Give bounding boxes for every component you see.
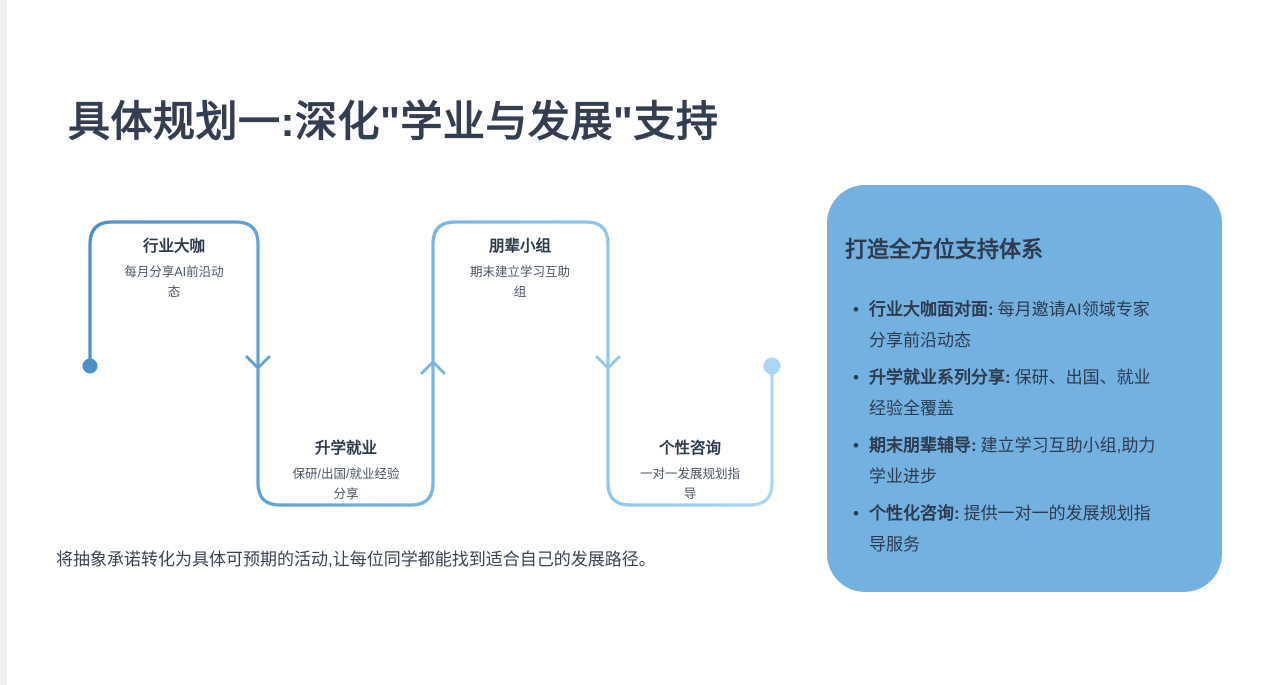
timeline-node-consulting: 个性咨询 一对一发展规划指 导 — [615, 439, 765, 504]
node-description: 每月分享AI前沿动 态 — [124, 264, 224, 299]
timeline-node-industry: 行业大咖 每月分享AI前沿动 态 — [99, 237, 249, 302]
node-title: 个性咨询 — [658, 440, 721, 457]
timeline-node-peer-group: 朋辈小组 期末建立学习互助 组 — [445, 237, 595, 302]
bullet-rest: 保研、出国、就业经验全覆盖 — [869, 367, 1151, 418]
bullet-rest: 建立学习互助小组,助力学业进步 — [869, 435, 1156, 486]
bullet-rest: 提供一对一的发展规划指导服务 — [869, 503, 1151, 554]
node-description: 期末建立学习互助 组 — [469, 264, 570, 299]
panel-bullet-list: • 行业大咖面对面:每月邀请AI领域专家分享前沿动态 • 升学就业系列分享:保研… — [845, 294, 1198, 560]
timeline-start-dot — [82, 358, 98, 374]
bullet-icon: • — [853, 503, 859, 523]
bullet-rest: 每月邀请AI领域专家分享前沿动态 — [869, 299, 1150, 350]
bullet-icon: • — [853, 299, 859, 319]
panel-title: 打造全方位支持体系 — [845, 237, 1044, 262]
bullet-icon: • — [853, 435, 859, 455]
bullet-text: 升学就业系列分享:保研、出国、就业经验全覆盖 — [869, 362, 1165, 424]
slide-title: 具体规划一:深化"学业与发展"支持 — [68, 98, 719, 145]
bullet-text: 期末朋辈辅导:建立学习互助小组,助力学业进步 — [869, 430, 1165, 492]
page-edge-strip — [0, 0, 7, 685]
timeline-node-career: 升学就业 保研/出国/就业经验 分享 — [271, 439, 421, 504]
bullet-lead: 行业大咖面对面: — [869, 299, 994, 319]
bullet-lead: 升学就业系列分享: — [869, 367, 1011, 387]
bullet-icon: • — [853, 367, 859, 387]
node-description: 一对一发展规划指 导 — [639, 466, 740, 501]
bullet-text: 个性化咨询:提供一对一的发展规划指导服务 — [869, 498, 1165, 560]
node-title: 朋辈小组 — [488, 238, 551, 255]
node-title: 行业大咖 — [142, 238, 205, 255]
footer-summary-text: 将抽象承诺转化为具体可预期的活动,让每位同学都能找到适合自己的发展路径。 — [56, 550, 656, 569]
timeline-end-dot — [763, 357, 781, 375]
bullet-text: 行业大咖面对面:每月邀请AI领域专家分享前沿动态 — [869, 294, 1165, 356]
list-item: • 个性化咨询:提供一对一的发展规划指导服务 — [845, 498, 1198, 560]
list-item: • 行业大咖面对面:每月邀请AI领域专家分享前沿动态 — [845, 294, 1198, 356]
support-system-panel: 打造全方位支持体系 • 行业大咖面对面:每月邀请AI领域专家分享前沿动态 • 升… — [827, 185, 1222, 592]
list-item: • 期末朋辈辅导:建立学习互助小组,助力学业进步 — [845, 430, 1198, 492]
arrow-down-icon — [595, 355, 621, 370]
list-item: • 升学就业系列分享:保研、出国、就业经验全覆盖 — [845, 362, 1198, 424]
bullet-lead: 期末朋辈辅导: — [869, 435, 977, 455]
node-title: 升学就业 — [314, 440, 377, 457]
arrow-down-icon — [245, 355, 271, 370]
bullet-lead: 个性化咨询: — [869, 503, 960, 523]
node-description: 保研/出国/就业经验 分享 — [292, 466, 400, 501]
arrow-up-icon — [420, 360, 446, 375]
